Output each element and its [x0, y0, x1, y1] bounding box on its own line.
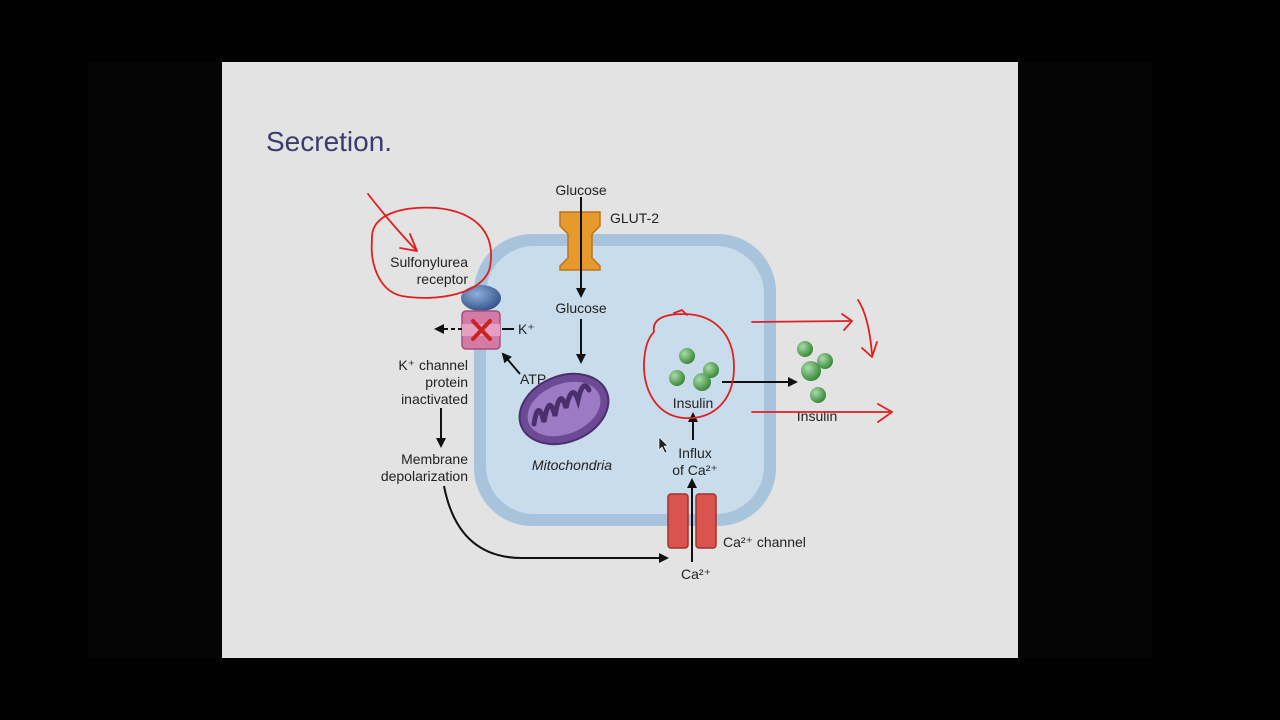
insulin-granules-outside	[797, 341, 833, 403]
red-annotations	[367, 193, 893, 423]
label-k-channel-line1: K⁺ channel	[398, 357, 468, 373]
circle-sulfonylurea-annotation	[370, 206, 492, 299]
insulin-granules-inside	[669, 348, 719, 391]
slide-title: Secretion.	[266, 126, 393, 157]
video-frame-left	[88, 62, 222, 658]
ca-channel	[667, 493, 717, 549]
arrow-secretion-lower-head	[877, 403, 893, 423]
beta-cell-diagram: Glucose GLUT-2 Glucose Sulfonylurea rece…	[367, 182, 893, 582]
label-membrane-line1: Membrane	[401, 451, 468, 467]
label-k-channel-line2: protein	[425, 374, 468, 390]
arrow-secretion-upper-shaft	[751, 320, 851, 323]
arrow-annotation-head	[399, 233, 418, 252]
mitochondria-organelle	[518, 372, 610, 446]
label-ca-channel: Ca²⁺ channel	[723, 534, 806, 550]
label-membrane-line2: depolarization	[381, 468, 468, 484]
arrow-down-shaft	[857, 299, 873, 355]
label-insulin-outside: Insulin	[797, 408, 837, 424]
label-mitochondria: Mitochondria	[532, 457, 612, 473]
sulfonylurea-receptor	[461, 285, 501, 311]
arrow-atp-to-channel	[501, 352, 521, 375]
arrow-depolarization-to-ca-channel	[443, 485, 669, 563]
arrow-down-head	[861, 341, 878, 358]
label-insulin-inside: Insulin	[673, 395, 713, 411]
label-k-ion: K⁺	[518, 321, 535, 337]
label-k-channel-line3: inactivated	[401, 391, 468, 407]
slide: Secretion.	[222, 62, 1018, 658]
label-sulfonylurea-line1: Sulfonylurea	[390, 254, 468, 270]
circle-insulin-tick	[673, 309, 688, 316]
video-frame-right	[1018, 62, 1152, 658]
label-atp: ATP	[520, 371, 546, 387]
mouse-cursor-icon	[658, 436, 669, 454]
label-influx-line2: of Ca²⁺	[672, 462, 718, 478]
label-sulfonylurea-line2: receptor	[417, 271, 469, 287]
cell-cytoplasm	[486, 246, 764, 514]
label-glut2: GLUT-2	[610, 210, 659, 226]
arrow-secretion-upper-head	[841, 313, 853, 331]
arrow-annotation-shaft	[367, 193, 417, 251]
pathway-arrows	[434, 197, 798, 563]
label-ca-ion: Ca²⁺	[681, 566, 711, 582]
label-glucose-outside: Glucose	[555, 182, 607, 198]
label-glucose-inside: Glucose	[555, 300, 607, 316]
circle-insulin-annotation	[643, 313, 735, 419]
blocked-x-icon	[471, 319, 492, 341]
label-influx-line1: Influx	[678, 445, 711, 461]
